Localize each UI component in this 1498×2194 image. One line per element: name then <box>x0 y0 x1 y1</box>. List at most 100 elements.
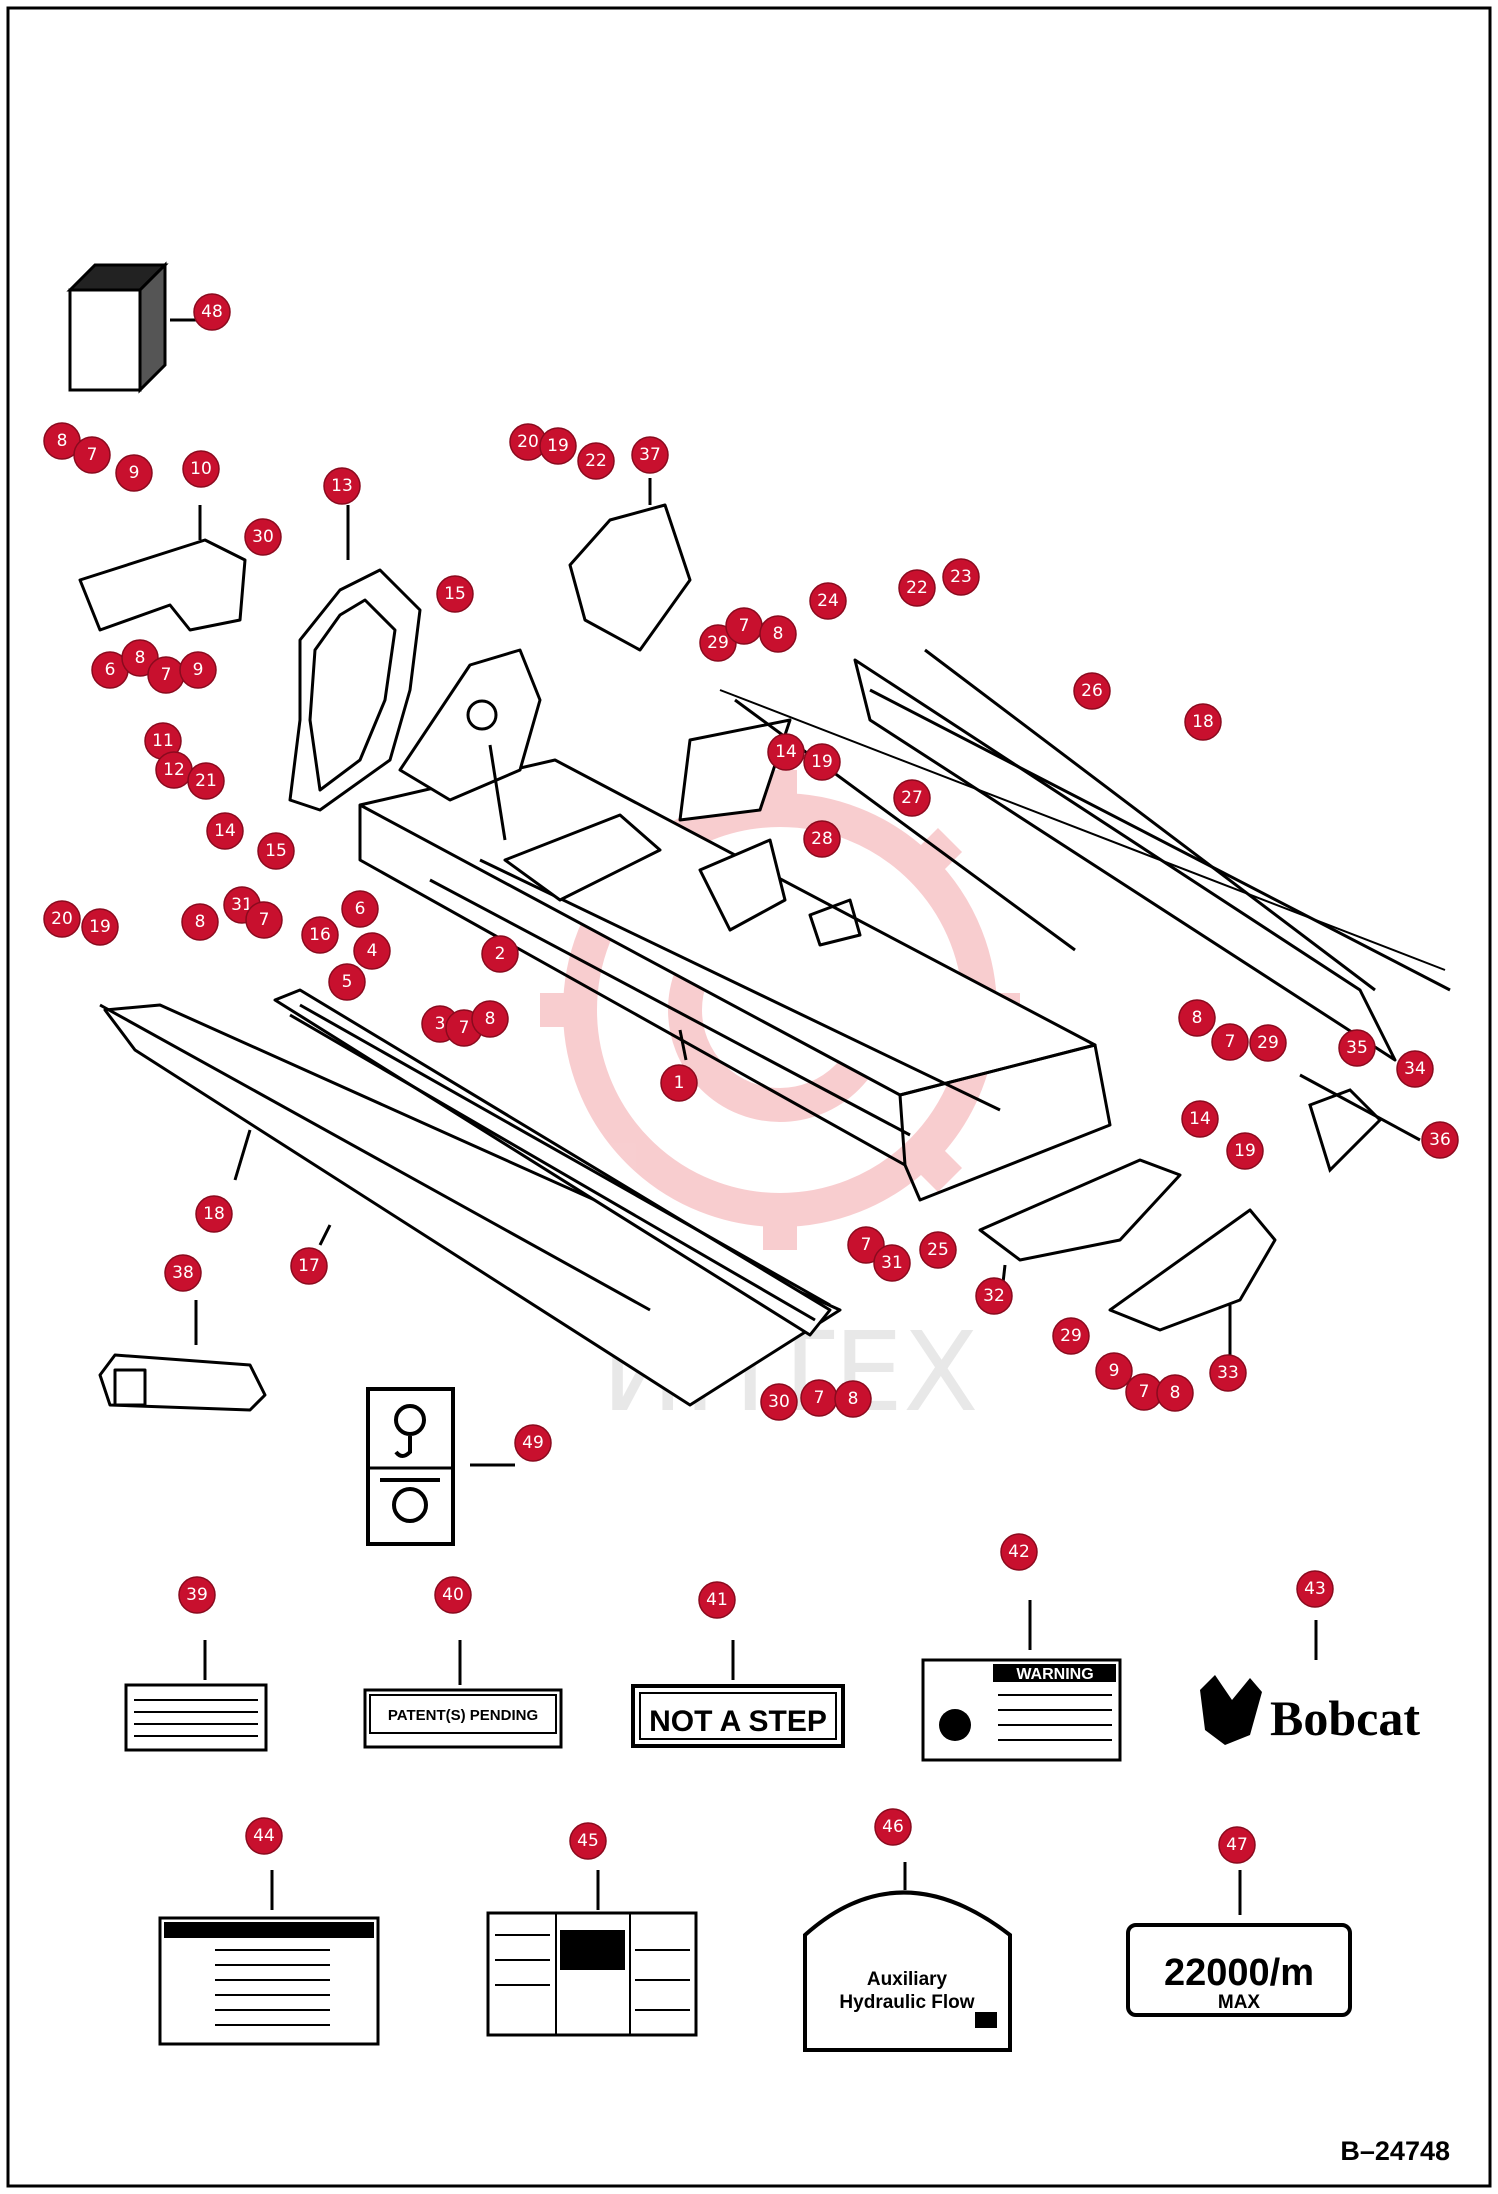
callout-circle <box>182 450 220 488</box>
callout-number: 7 <box>459 1018 470 1038</box>
decal-49-lift-point <box>366 1387 515 1546</box>
callout-circle <box>121 639 159 677</box>
callout-circle <box>767 733 805 771</box>
patent-pending-label: PATENT(S) PENDING <box>388 1707 538 1724</box>
callout-circle <box>73 436 111 474</box>
callout-circle <box>81 908 119 946</box>
callout-badge-29: 29 <box>1052 1317 1090 1355</box>
callout-badge-41: 41 <box>698 1581 736 1619</box>
callout-number: 49 <box>522 1433 544 1453</box>
callout-circle <box>1181 1100 1219 1138</box>
callout-number: 15 <box>444 584 466 604</box>
callout-circle <box>206 812 244 850</box>
callout-badge-7: 7 <box>147 656 185 694</box>
callout-number: 8 <box>485 1009 496 1029</box>
callout-number: 8 <box>1170 1383 1181 1403</box>
callout-number: 20 <box>517 432 539 452</box>
callout-number: 45 <box>577 1831 599 1851</box>
callout-number: 8 <box>773 624 784 644</box>
callout-circle <box>301 916 339 954</box>
callout-circle <box>809 582 847 620</box>
callout-badge-7: 7 <box>73 436 111 474</box>
callout-badge-21: 21 <box>187 762 225 800</box>
callout-number: 7 <box>1225 1032 1236 1052</box>
callout-badge-40: 40 <box>434 1576 472 1614</box>
callout-badge-19: 19 <box>803 743 841 781</box>
callout-circle <box>803 743 841 781</box>
callout-badge-15: 15 <box>257 832 295 870</box>
callout-circle <box>898 569 936 607</box>
callout-badge-34: 34 <box>1396 1050 1434 1088</box>
callout-number: 38 <box>172 1263 194 1283</box>
callout-number: 12 <box>163 760 185 780</box>
decal-46-auxiliary-hydraulic-flow: Auxiliary Hydraulic Flow <box>803 1862 1012 2052</box>
callout-circle <box>539 427 577 465</box>
callout-badge-17: 17 <box>290 1247 328 1285</box>
callout-circle <box>698 1581 736 1619</box>
tiedown-icon <box>380 1478 440 1523</box>
callout-badge-9: 9 <box>115 454 153 492</box>
callout-number: 19 <box>811 752 833 772</box>
callout-badge-14: 14 <box>767 733 805 771</box>
callout-circle <box>660 1064 698 1102</box>
callout-number: 47 <box>1226 1835 1248 1855</box>
callout-number: 1 <box>674 1073 685 1093</box>
shield-part-10 <box>78 505 247 632</box>
callout-number: 7 <box>87 445 98 465</box>
callout-circle <box>115 454 153 492</box>
front-roller-assembly <box>99 988 842 1407</box>
callout-badge-8: 8 <box>121 639 159 677</box>
callout-badge-7: 7 <box>1211 1023 1249 1061</box>
callout-number: 7 <box>259 910 270 930</box>
callout-badge-22: 22 <box>898 569 936 607</box>
callout-circle <box>514 1424 552 1462</box>
callout-badge-7: 7 <box>800 1379 838 1417</box>
callout-badge-16: 16 <box>301 916 339 954</box>
callout-circle <box>631 436 669 474</box>
callout-circle <box>577 442 615 480</box>
max-rpm-value: 22000/m <box>1164 1952 1314 1994</box>
callout-circle <box>847 1226 885 1264</box>
callout-badge-26: 26 <box>1073 672 1111 710</box>
callout-badge-20: 20 <box>509 423 547 461</box>
callout-badge-33: 33 <box>1209 1354 1247 1392</box>
callout-badge-13: 13 <box>323 467 361 505</box>
callout-badge-8: 8 <box>181 903 219 941</box>
callout-badge-48: 48 <box>193 293 231 331</box>
not-a-step-label: NOT A STEP <box>649 1705 827 1738</box>
warning-label: WARNING <box>1016 1666 1093 1683</box>
callout-badge-47: 47 <box>1218 1826 1256 1864</box>
decal-41-not-a-step: NOT A STEP <box>631 1640 845 1748</box>
callout-badge-28: 28 <box>803 820 841 858</box>
callout-circle <box>1396 1050 1434 1088</box>
callout-circle <box>323 467 361 505</box>
callout-circle <box>975 1277 1013 1315</box>
callout-badge-7: 7 <box>725 607 763 645</box>
callout-circle <box>1209 1354 1247 1392</box>
callout-number: 31 <box>231 895 253 915</box>
callout-badge-43: 43 <box>1296 1570 1334 1608</box>
callout-circle <box>43 900 81 938</box>
callout-badge-12: 12 <box>155 751 193 789</box>
callout-number: 44 <box>253 1826 275 1846</box>
cover-part-37 <box>568 478 692 652</box>
callout-number: 30 <box>252 527 274 547</box>
callout-badge-32: 32 <box>975 1277 1013 1315</box>
callout-number: 19 <box>547 436 569 456</box>
callout-circle <box>245 1817 283 1855</box>
callout-number: 43 <box>1304 1579 1326 1599</box>
bobcat-head-icon <box>1200 1675 1262 1745</box>
callout-number: 7 <box>814 1388 825 1408</box>
callout-number: 9 <box>1109 1361 1120 1381</box>
callout-badge-23: 23 <box>942 558 980 596</box>
callout-circle <box>803 820 841 858</box>
callout-badge-46: 46 <box>874 1808 912 1846</box>
callout-badge-8: 8 <box>471 1000 509 1038</box>
callout-number: 48 <box>201 302 223 322</box>
callout-number: 18 <box>1192 712 1214 732</box>
callout-badge-8: 8 <box>1178 999 1216 1037</box>
callout-number: 15 <box>265 841 287 861</box>
callout-badge-9: 9 <box>179 651 217 689</box>
callout-number: 41 <box>706 1590 728 1610</box>
